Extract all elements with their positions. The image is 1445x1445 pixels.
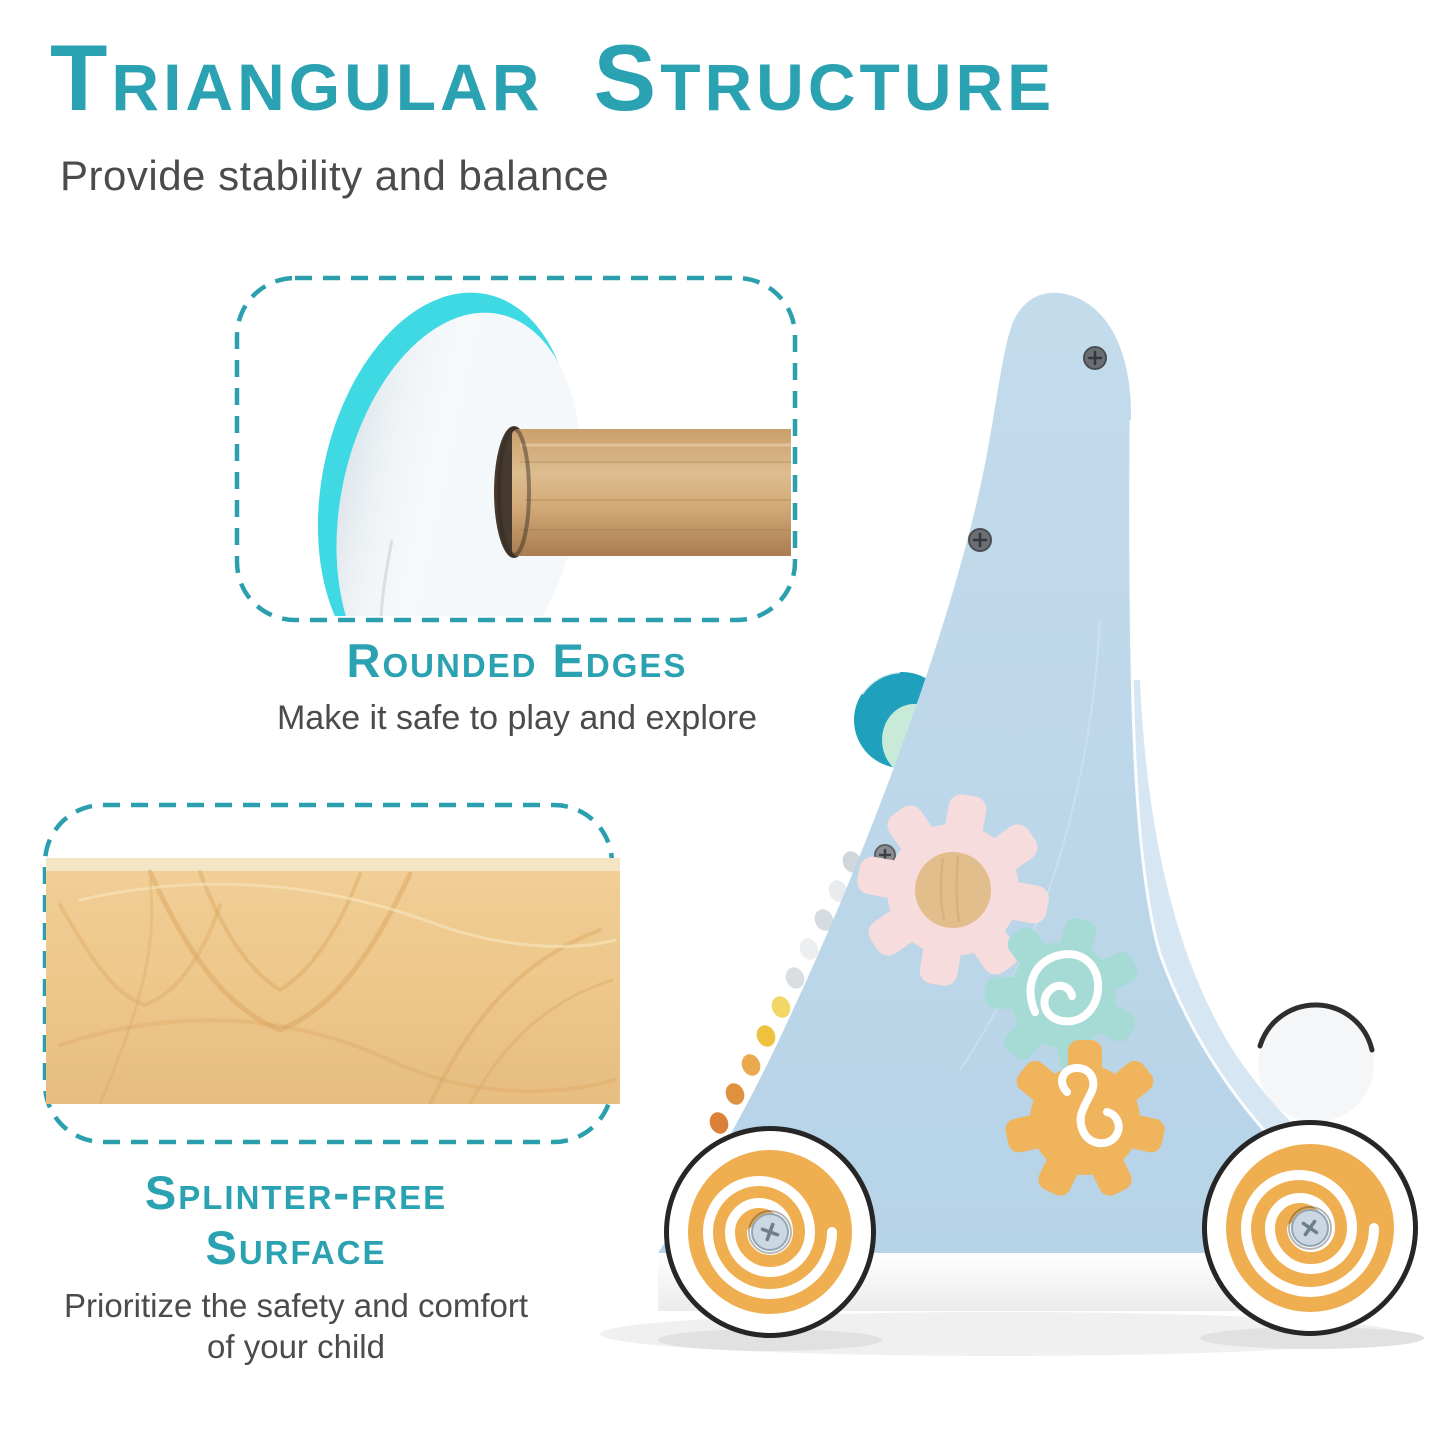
panel-screws: [874, 346, 1107, 866]
callout-rounded-edges-box: [234, 275, 798, 623]
callout-heading: Rounded Edges: [346, 634, 688, 687]
triangle-spiral-glyph: [1026, 950, 1103, 1026]
gear-mint: [984, 917, 1138, 1073]
callout-caption: Make it safe to play and explore: [276, 698, 758, 737]
callout-heading-line1: Splinter-free: [144, 1166, 448, 1219]
s-spiral-glyph: [1058, 1063, 1123, 1148]
dashed-border: [234, 275, 798, 623]
callout-rounded-edges-text: Rounded Edges Make it safe to play and e…: [187, 634, 847, 739]
wooden-handle-bar: [512, 429, 791, 556]
wood-texture-photo: [46, 858, 620, 1104]
gear-orange: [1005, 1040, 1165, 1196]
page-subtitle: Provide stability and balance: [60, 152, 610, 199]
wheel-spiral: [1240, 1170, 1379, 1297]
walker-side-panel: [658, 292, 1336, 1254]
wheel-rear: [1202, 1120, 1418, 1336]
wheel-front: [664, 1126, 876, 1338]
gear-wooden-hub: [915, 852, 991, 928]
callout-splinter-free-text: Splinter-free Surface Prioritize the saf…: [0, 1166, 592, 1368]
wheel-rear-far: [1257, 1002, 1375, 1122]
caption-line1: Prioritize the safety and comfort: [63, 1287, 529, 1325]
page-title: Triangular Structure: [50, 25, 1056, 130]
callout-caption: Prioritize the safety and comfort of you…: [64, 1285, 528, 1368]
caption-line2: of your child: [207, 1328, 385, 1366]
callout-heading-line2: Surface: [205, 1220, 387, 1274]
callout-splinter-free-box: [42, 802, 620, 1145]
gear-pink: [857, 794, 1049, 986]
baby-walker: [600, 292, 1424, 1356]
handle-closeup-photo: [241, 282, 791, 616]
